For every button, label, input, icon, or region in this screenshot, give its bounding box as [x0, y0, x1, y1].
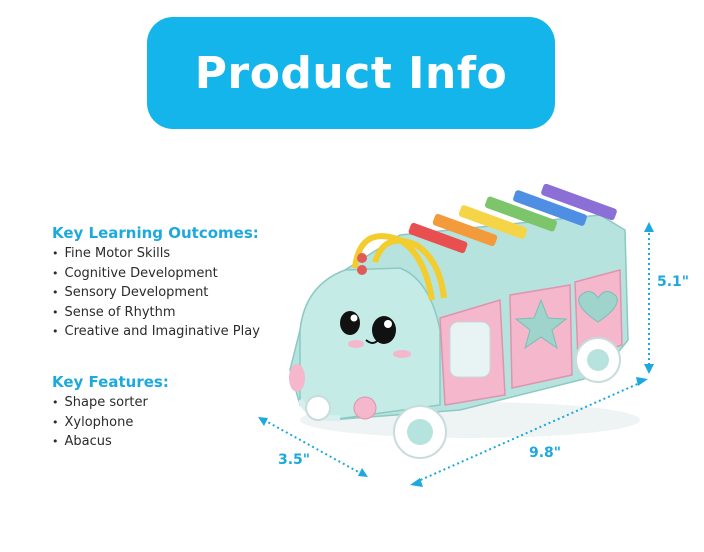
list-item: Creative and Imaginative Play [52, 322, 260, 342]
learning-outcomes-list: Fine Motor Skills Cognitive Development … [52, 244, 260, 342]
height-label: 5.1" [657, 274, 690, 290]
length-label: 9.8" [529, 445, 562, 461]
width-dimension-line [263, 419, 363, 475]
width-label: 3.5" [278, 452, 311, 468]
list-item: Sense of Rhythm [52, 303, 260, 323]
list-item: Fine Motor Skills [52, 244, 260, 264]
title-banner: Product Info [147, 17, 555, 129]
list-item: Cognitive Development [52, 264, 260, 284]
list-item: Abacus [52, 432, 148, 452]
xylophone-bars [408, 183, 617, 254]
list-item: Sensory Development [52, 283, 260, 303]
bus-face [340, 311, 411, 358]
key-features-list: Shape sorter Xylophone Abacus [52, 393, 148, 452]
wheels [305, 337, 621, 459]
list-item: Shape sorter [52, 393, 148, 413]
learning-outcomes-heading: Key Learning Outcomes: [52, 224, 259, 242]
key-features-heading: Key Features: [52, 373, 169, 391]
arrow-head-icon [644, 222, 654, 232]
toy-bus-image [289, 183, 629, 459]
length-dimension-line [415, 381, 643, 483]
page-title: Product Info [194, 47, 508, 99]
list-item: Xylophone [52, 413, 148, 433]
